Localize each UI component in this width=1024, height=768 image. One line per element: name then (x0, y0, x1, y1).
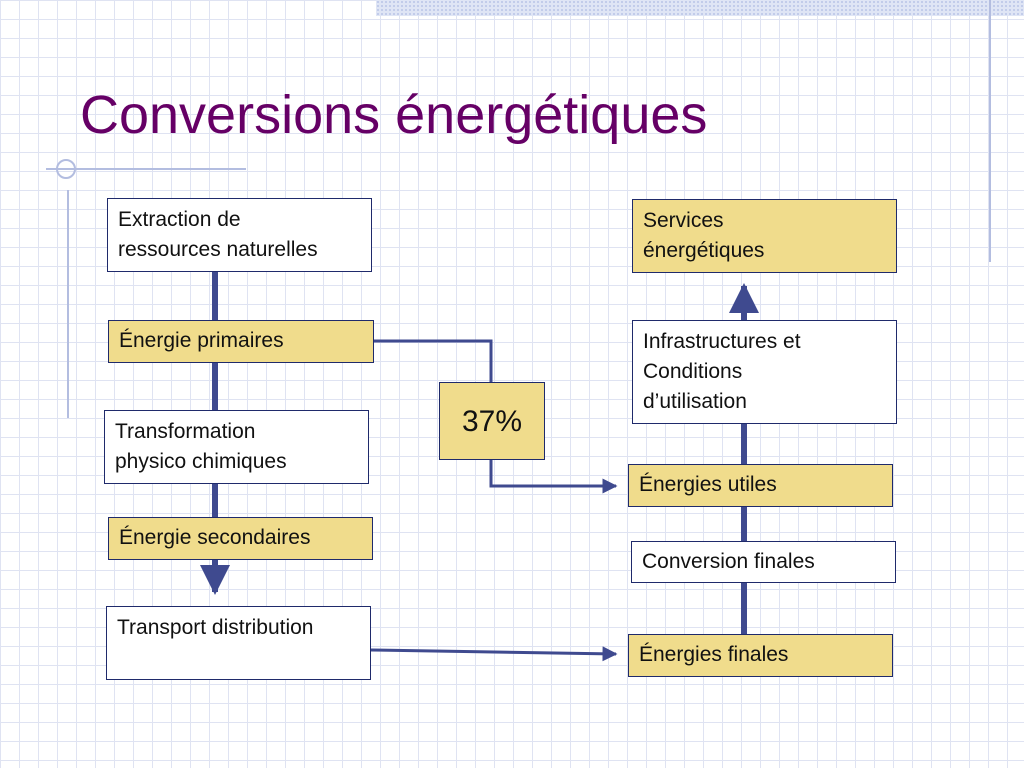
box-final-energy: Énergies finales (628, 634, 893, 677)
slide-title: Conversions énergétiques (80, 85, 708, 145)
box-energy-services: Services énergétiques (632, 199, 897, 273)
decorative-title-underline (46, 168, 246, 170)
box-final-conversion: Conversion finales (631, 541, 896, 583)
decorative-circle-ornament (56, 159, 76, 179)
box-transformation: Transformation physico chimiques (104, 410, 369, 484)
connector-primary-efficiency (373, 339, 493, 382)
box-infrastructure: Infrastructures et Conditions d’utilisat… (632, 320, 897, 424)
box-secondary-energy: Énergie secondaires (108, 517, 373, 560)
arrow-transport-final (370, 646, 618, 662)
box-efficiency-percentage: 37% (439, 382, 545, 460)
box-useful-energy: Énergies utiles (628, 464, 893, 507)
decorative-vertical-line-left (67, 190, 69, 418)
box-primary-energy: Énergie primaires (108, 320, 374, 363)
arrow-efficiency-useful (489, 460, 618, 494)
decorative-top-band (376, 0, 1024, 16)
decorative-vertical-line-right (989, 0, 991, 262)
box-transport: Transport distribution (106, 606, 371, 680)
box-extraction: Extraction de ressources naturelles (107, 198, 372, 272)
